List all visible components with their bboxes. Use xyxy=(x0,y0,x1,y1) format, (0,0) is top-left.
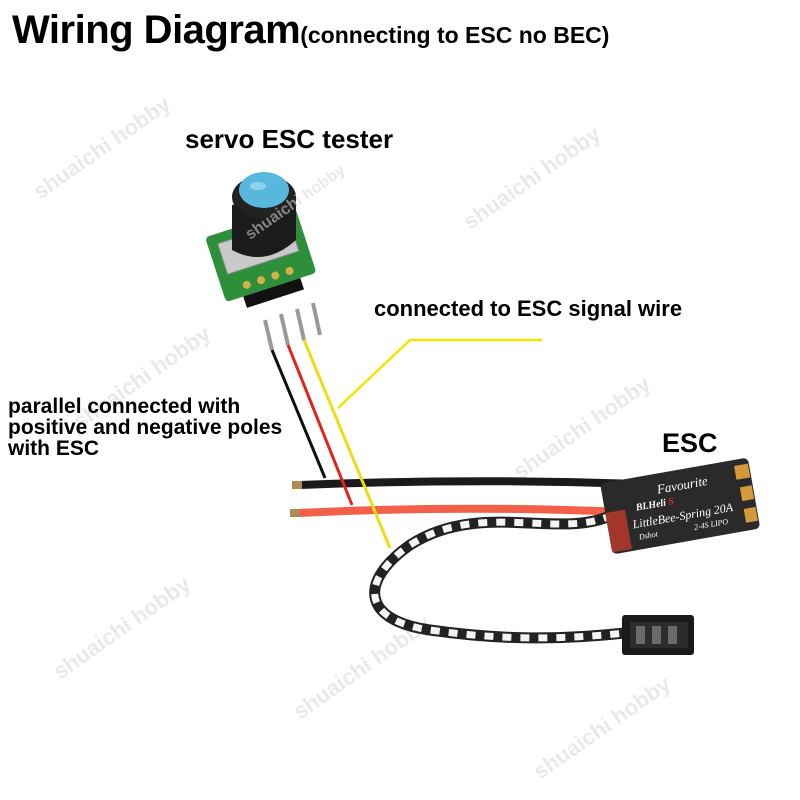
esc-red-power-wire xyxy=(294,504,629,517)
esc-firmware: BLHeli xyxy=(634,497,667,513)
servo-connector xyxy=(622,615,694,655)
diagram-title: Wiring Diagram(connecting to ESC no BEC) xyxy=(12,8,609,53)
esc-maker-text: Dshot xyxy=(637,529,659,541)
title-subtitle: (connecting to ESC no BEC) xyxy=(300,22,610,48)
label-parallel-connection: parallel connected with positive and neg… xyxy=(8,395,283,460)
watermark-4: shuaichi hobby xyxy=(509,371,656,484)
signal-wire-pointer xyxy=(337,338,542,409)
esc-board: Favourite BLHeli S LittleBee-Spring 20A … xyxy=(600,458,760,554)
twisted-signal-cable xyxy=(369,509,631,644)
label-esc-tester: servo ESC tester xyxy=(185,124,394,154)
label-signal-wire: connected to ESC signal wire xyxy=(374,296,683,321)
esc-firmware-text: BLHeli S xyxy=(634,496,675,514)
watermark-2: shuaichi hobby xyxy=(459,121,606,234)
tester-red-wire xyxy=(286,344,354,506)
red-wire-tip xyxy=(290,509,300,517)
label-esc: ESC xyxy=(662,428,718,458)
esc-tester-module: shuaichi hobby xyxy=(206,162,348,351)
tester-black-wire xyxy=(270,349,327,479)
watermark-7: shuaichi hobby xyxy=(529,671,676,784)
watermark-5: shuaichi hobby xyxy=(49,571,196,684)
watermark-1: shuaichi hobby xyxy=(29,91,176,204)
black-wire-tip xyxy=(292,481,302,489)
esc-firmware-suffix: S xyxy=(667,496,675,508)
esc-black-power-wire xyxy=(296,477,644,489)
tester-yellow-wire xyxy=(302,339,392,549)
title-main: Wiring Diagram xyxy=(12,8,301,52)
